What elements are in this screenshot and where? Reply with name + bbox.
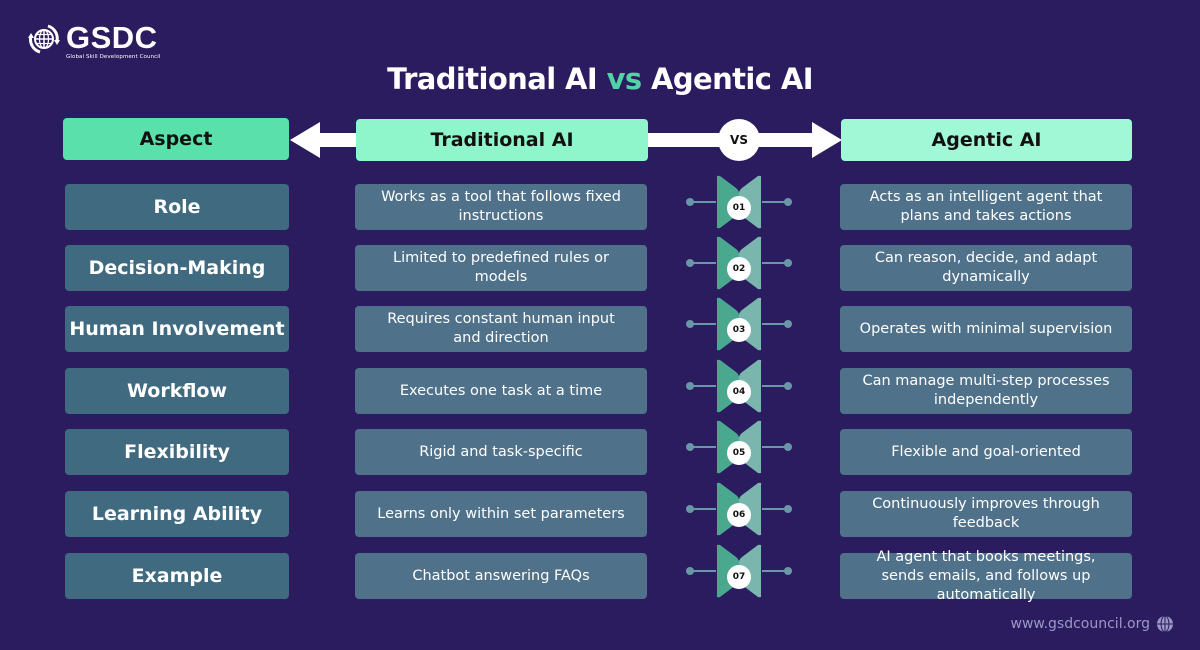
traditional-cell: Works as a tool that follows fixed instr…: [355, 184, 647, 230]
aspect-cell: Decision-Making: [65, 245, 289, 291]
connector-dot-left: [686, 259, 694, 267]
brand-name: GSDC: [66, 20, 158, 55]
traditional-cell: Executes one task at a time: [355, 368, 647, 414]
connector-dot-left: [686, 320, 694, 328]
connector-dot-left: [686, 443, 694, 451]
table-row: Learning Ability Learns only within set …: [0, 482, 1200, 539]
connector-dot-right: [784, 320, 792, 328]
aspect-cell: Example: [65, 553, 289, 599]
globe-icon: [28, 22, 62, 56]
aspect-cell: Flexibility: [65, 429, 289, 475]
title-part1: Traditional AI: [387, 62, 598, 96]
table-row: Role Works as a tool that follows fixed …: [0, 175, 1200, 232]
title-part2: Agentic AI: [651, 62, 813, 96]
row-number-badge: 05: [727, 441, 751, 465]
connector-dot-left: [686, 382, 694, 390]
table-row: Example Chatbot answering FAQs 07 AI age…: [0, 544, 1200, 603]
agentic-cell: Can reason, decide, and adapt dynamicall…: [840, 245, 1132, 291]
footer: www.gsdcouncil.org: [1011, 615, 1174, 633]
connector-dot-right: [784, 567, 792, 575]
traditional-cell: Learns only within set parameters: [355, 491, 647, 537]
aspect-cell: Role: [65, 184, 289, 230]
globe-icon: [1156, 615, 1174, 633]
aspect-cell: Human Involvement: [65, 306, 289, 352]
traditional-cell: Requires constant human input and direct…: [355, 306, 647, 352]
left-arrow-shaft: [315, 133, 357, 147]
agentic-cell: Continuously improves through feedback: [840, 491, 1132, 537]
brand-logo: GSDC Global Skill Development Council: [28, 22, 161, 60]
table-row: Decision-Making Limited to predefined ru…: [0, 236, 1200, 293]
connector-dot-left: [686, 198, 694, 206]
traditional-cell: Limited to predefined rules or models: [355, 245, 647, 291]
connector-dot-right: [784, 259, 792, 267]
header-agentic: Agentic AI: [841, 119, 1132, 161]
aspect-cell: Learning Ability: [65, 491, 289, 537]
connector-dot-right: [784, 198, 792, 206]
agentic-cell: Can manage multi-step processes independ…: [840, 368, 1132, 414]
agentic-cell: AI agent that books meetings, sends emai…: [840, 549, 1132, 603]
connector-dot-right: [784, 382, 792, 390]
connector-dot-right: [784, 505, 792, 513]
agentic-cell: Flexible and goal-oriented: [840, 429, 1132, 475]
aspect-cell: Workflow: [65, 368, 289, 414]
title-vs: vs: [606, 62, 643, 96]
header-traditional: Traditional AI: [356, 119, 648, 161]
table-row: Workflow Executes one task at a time 04 …: [0, 359, 1200, 416]
row-number-badge: 01: [727, 196, 751, 220]
page-title: Traditional AI vs Agentic AI: [0, 62, 1200, 96]
traditional-cell: Chatbot answering FAQs: [355, 553, 647, 599]
connector-dot-left: [686, 505, 694, 513]
row-number-badge: 04: [727, 380, 751, 404]
left-arrow-icon: [290, 122, 320, 158]
connector-dot-right: [784, 443, 792, 451]
row-number-badge: 07: [727, 565, 751, 589]
footer-url[interactable]: www.gsdcouncil.org: [1010, 616, 1150, 632]
brand-subtitle: Global Skill Development Council: [66, 54, 161, 60]
header-aspect: Aspect: [63, 118, 289, 160]
row-number-badge: 02: [727, 257, 751, 281]
right-arrow-icon: [812, 122, 842, 158]
agentic-cell: Operates with minimal supervision: [840, 306, 1132, 352]
row-number-badge: 06: [727, 503, 751, 527]
table-row: Flexibility Rigid and task-specific 05 F…: [0, 420, 1200, 477]
agentic-cell: Acts as an intelligent agent that plans …: [840, 184, 1132, 230]
vs-badge: VS: [718, 119, 760, 161]
row-number-badge: 03: [727, 318, 751, 342]
traditional-cell: Rigid and task-specific: [355, 429, 647, 475]
table-row: Human Involvement Requires constant huma…: [0, 297, 1200, 354]
connector-dot-left: [686, 567, 694, 575]
